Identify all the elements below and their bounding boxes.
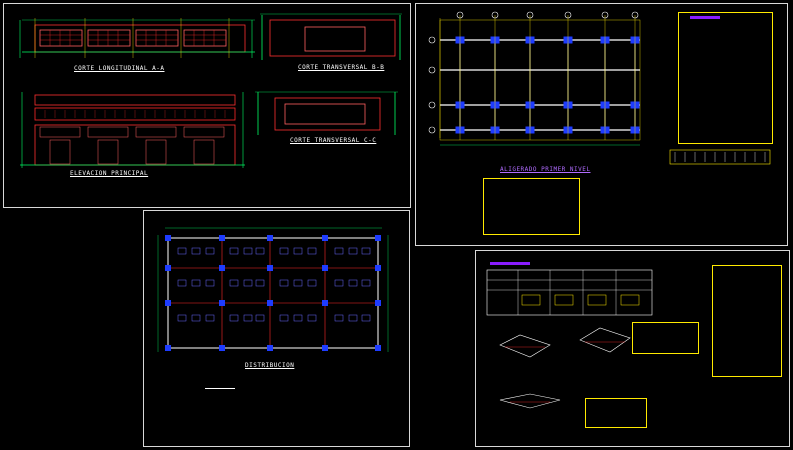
label-corte-longitudinal: CORTE LONGITUDINAL A-A [74, 65, 165, 72]
specs-box-details [712, 265, 782, 377]
scale-box-distribution [205, 378, 235, 389]
section-trans-bb [260, 13, 402, 60]
sheet-slab-plan [415, 3, 788, 246]
label-corte-transversal-b: CORTE TRANSVERSAL B-B [298, 64, 385, 71]
section-trans-cc [255, 91, 398, 135]
slab-plan [428, 11, 771, 165]
specs-title-bar [690, 16, 720, 19]
sheet-details [475, 250, 790, 447]
specs-box-slab [678, 12, 773, 144]
section-long-aa [19, 18, 255, 58]
distribution-plan [157, 227, 389, 352]
details-title-bar [490, 262, 530, 265]
label-distribucion: DISTRIBUCION [245, 362, 295, 369]
notes-box-details [632, 322, 699, 354]
sheet-distribution [143, 210, 410, 447]
notes-box-details-2 [585, 398, 647, 428]
label-aligerado: ALIGERADO PRIMER NIVEL [500, 166, 591, 173]
label-corte-transversal-c: CORTE TRANSVERSAL C-C [290, 137, 377, 144]
sheet-elevations [3, 3, 411, 208]
notes-box-slab [483, 178, 580, 235]
elevation-main [20, 92, 245, 168]
label-elevacion-principal: ELEVACION PRINCIPAL [70, 170, 149, 177]
details-sheet [486, 269, 653, 409]
